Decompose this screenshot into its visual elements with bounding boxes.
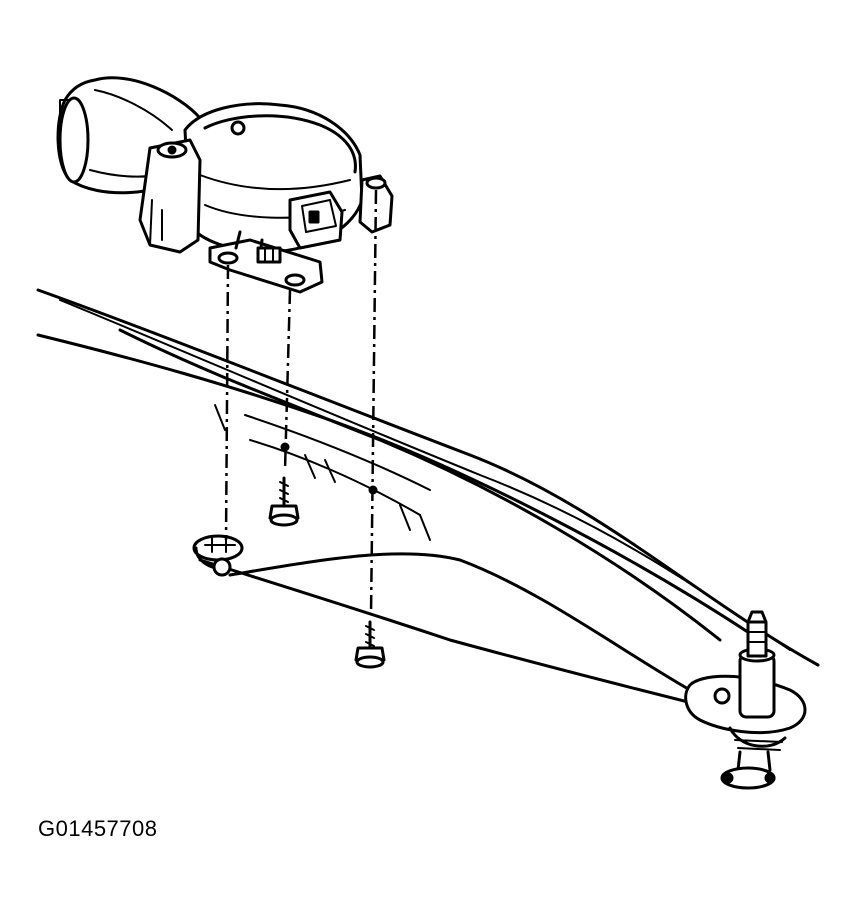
wiper-transmission-linkage (36, 288, 820, 707)
wiper-pivot-shaft (684, 610, 807, 790)
wiper-motor (56, 76, 394, 294)
figure-id-label: G01457708 (38, 816, 158, 841)
alignment-centerlines (224, 189, 378, 616)
mounting-bolt (268, 476, 386, 669)
